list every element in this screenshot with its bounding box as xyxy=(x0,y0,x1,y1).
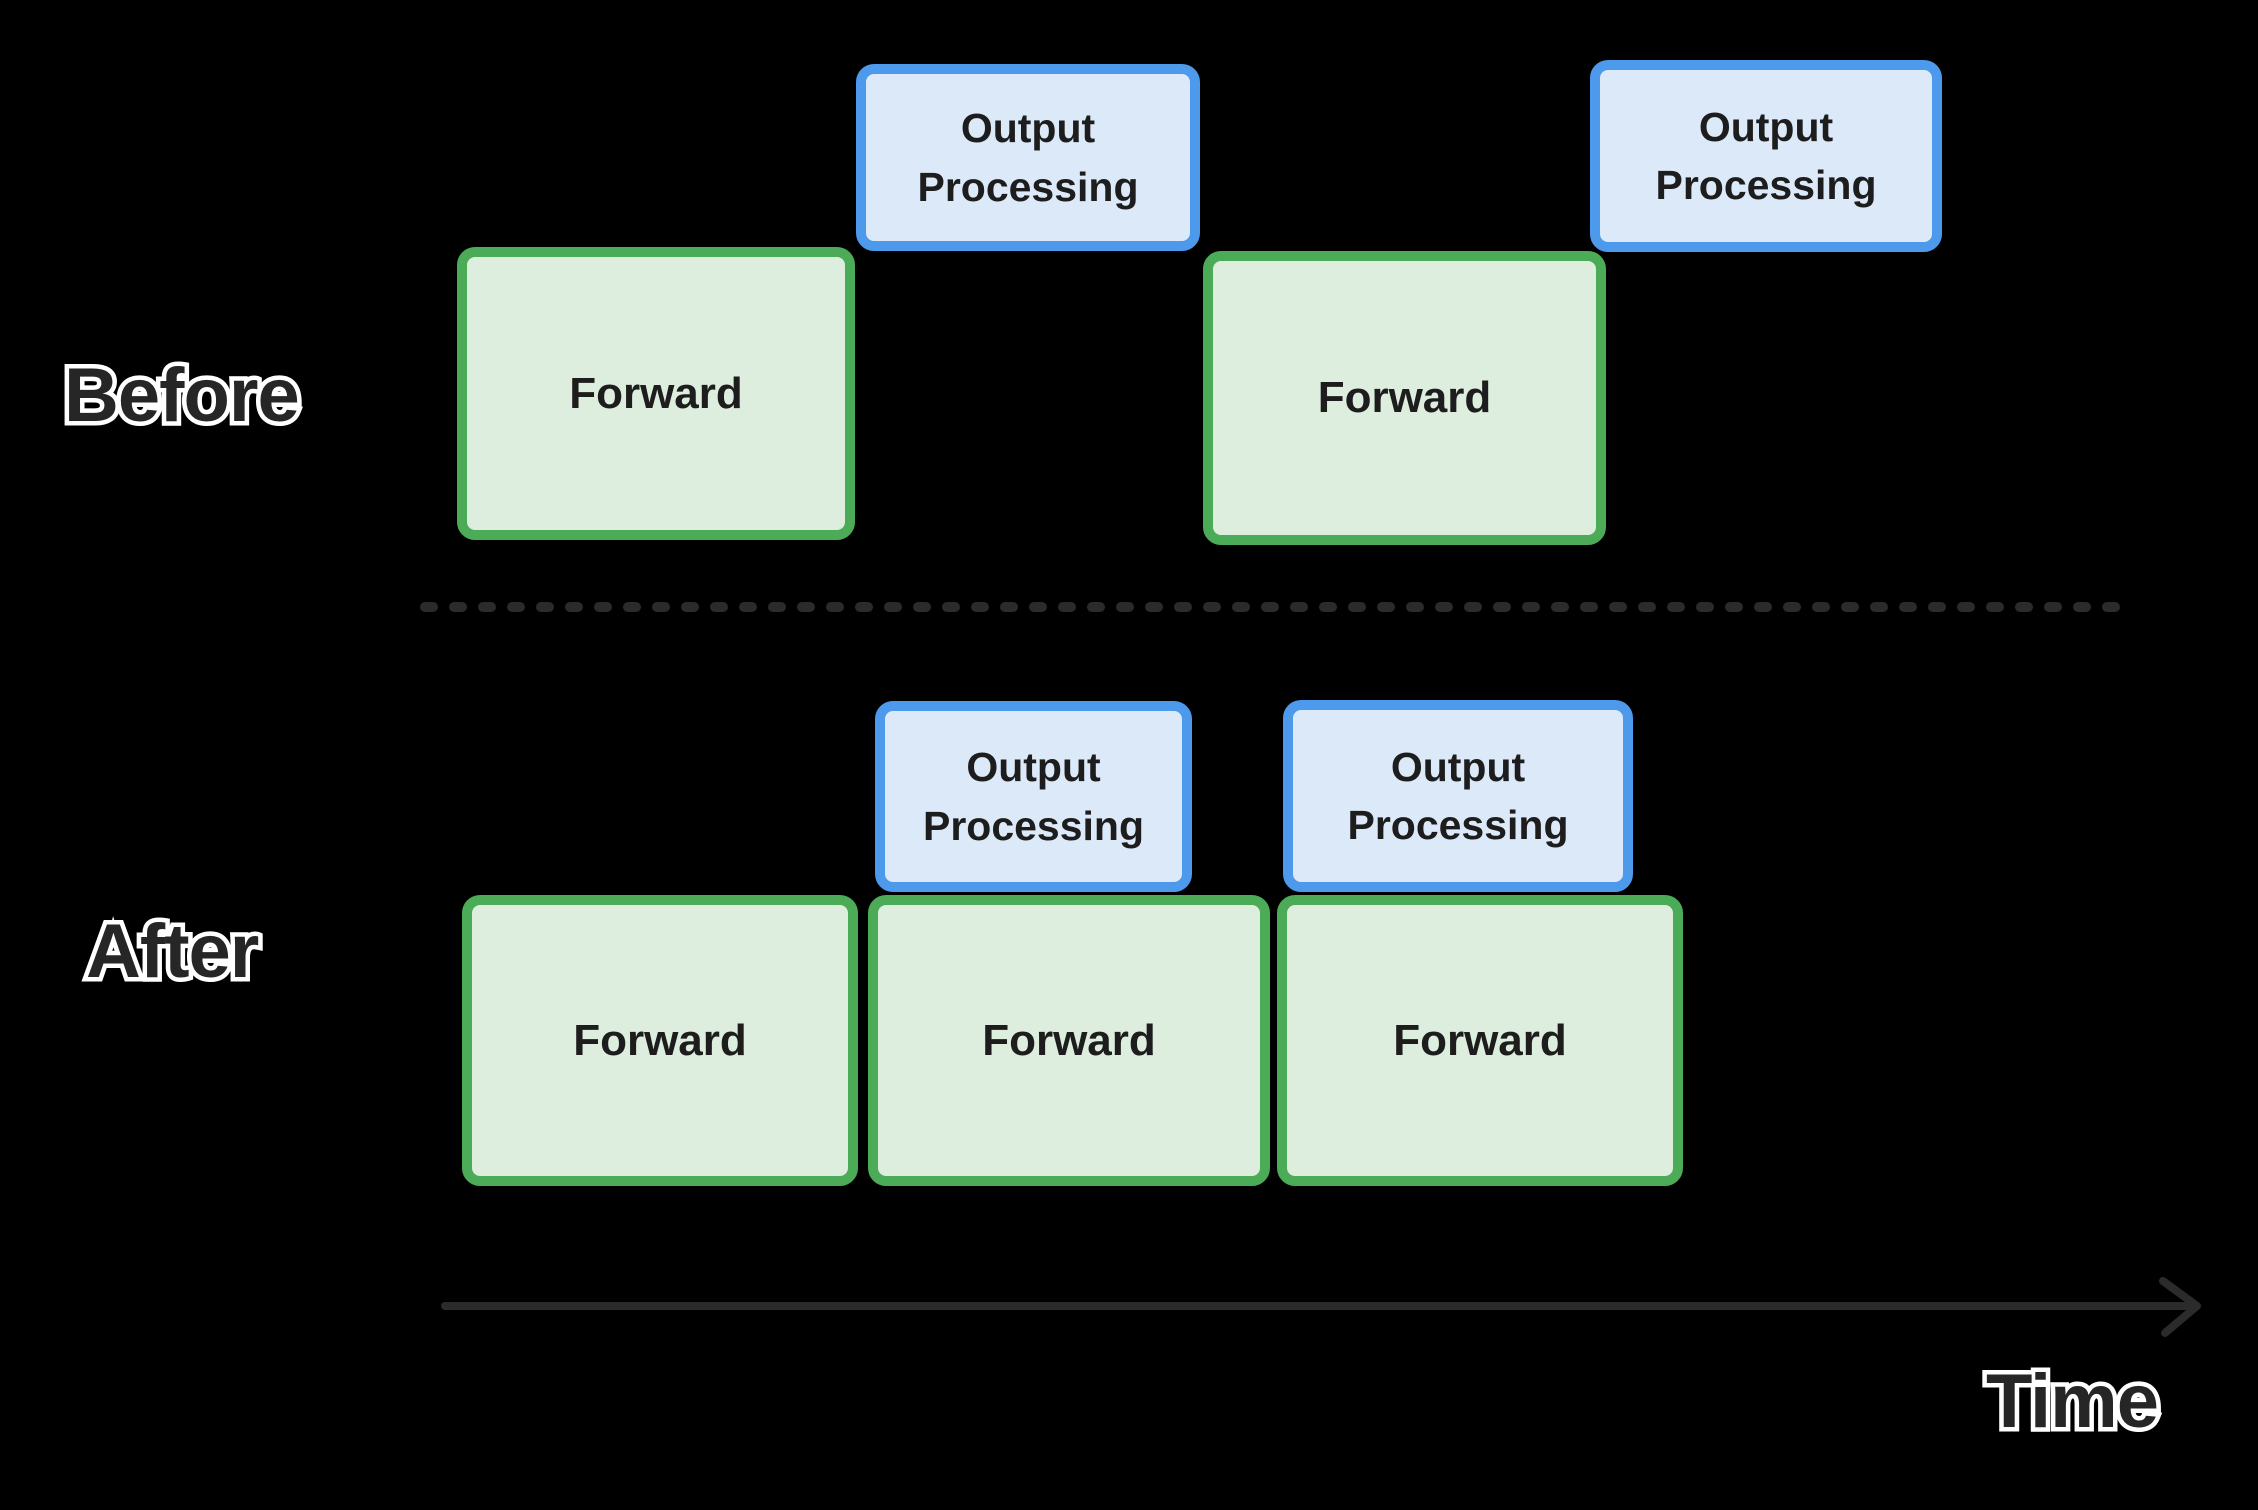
before-row-label-outline: Before xyxy=(60,349,305,443)
after-forward-box-1-label: Forward xyxy=(573,1015,747,1065)
before-output-processing-box-1-label: Output Processing xyxy=(917,105,1139,210)
before-forward-box-1: Forward xyxy=(457,247,855,540)
after-forward-box-2: Forward xyxy=(868,895,1270,1186)
after-forward-box-2-label: Forward xyxy=(982,1015,1156,1065)
after-forward-box-3: Forward xyxy=(1277,895,1683,1186)
after-row-label-outline: After xyxy=(81,905,263,999)
before-forward-box-2-label: Forward xyxy=(1317,373,1492,422)
time-axis-label-text: Time xyxy=(1986,1359,2159,1444)
time-axis-arrowhead-icon xyxy=(2159,1277,2201,1337)
after-row-label: After After xyxy=(81,905,263,999)
after-forward-box-3-label: Forward xyxy=(1393,1015,1567,1065)
before-row-label-text: Before xyxy=(64,353,300,438)
before-forward-box-2: Forward xyxy=(1203,251,1606,545)
before-output-processing-box-2: Output Processing xyxy=(1590,60,1942,252)
after-forward-box-1: Forward xyxy=(462,895,858,1186)
after-output-processing-box-1: Output Processing xyxy=(875,701,1192,892)
before-output-processing-box-2-label: Output Processing xyxy=(1655,103,1877,208)
time-axis-label-outline: Time xyxy=(1981,1355,2163,1449)
time-axis-label: Time Time xyxy=(1981,1355,2163,1449)
after-output-processing-box-2-label: Output Processing xyxy=(1347,743,1569,848)
before-output-processing-box-1: Output Processing xyxy=(856,64,1200,251)
before-forward-box-1-label: Forward xyxy=(569,368,743,418)
after-output-processing-box-1-label: Output Processing xyxy=(922,744,1145,849)
after-output-processing-box-2: Output Processing xyxy=(1283,700,1633,892)
after-row-label-text: After xyxy=(86,909,259,994)
before-row-label: Before Before xyxy=(60,349,305,443)
